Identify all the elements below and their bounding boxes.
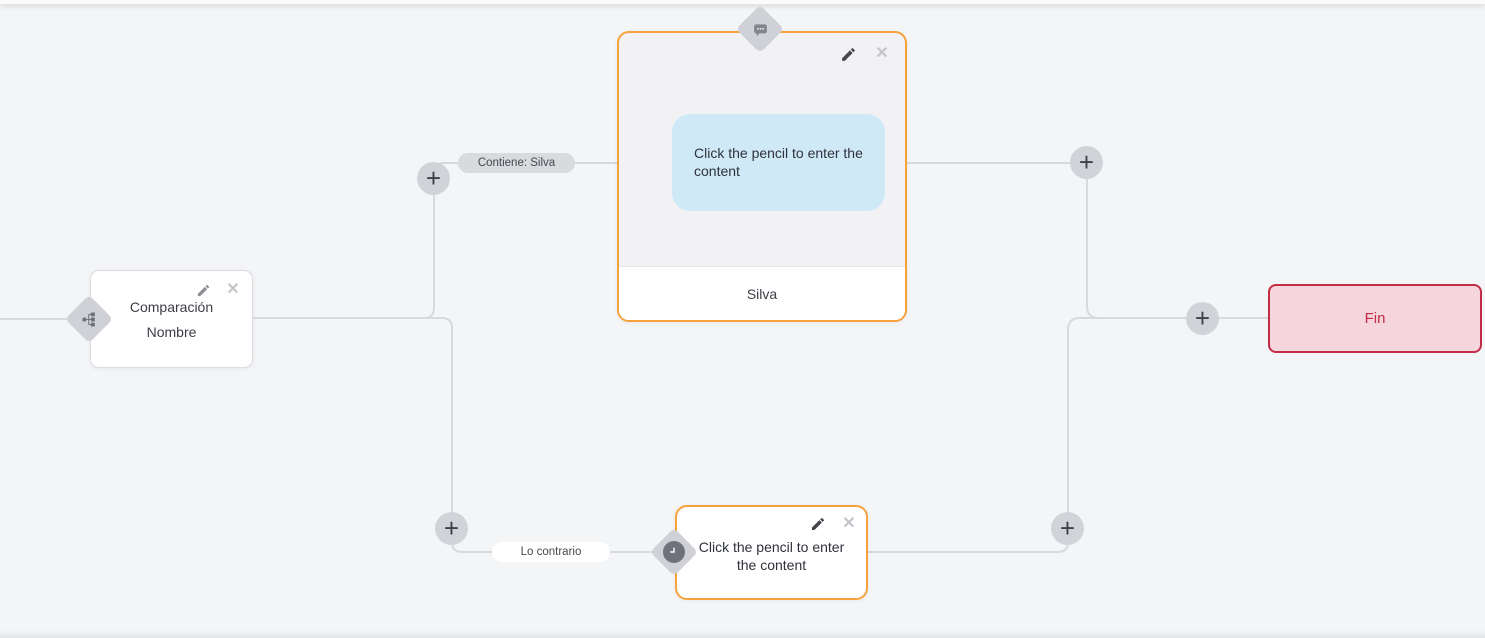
condition-node[interactable]: ✕ Comparación Nombre — [90, 270, 253, 368]
condition-title: Comparación — [129, 299, 214, 315]
edge-label-otherwise[interactable]: Lo contrario — [492, 542, 610, 562]
action-node[interactable]: ✕ Click the pencil to enter the content — [675, 505, 868, 600]
condition-node-badge[interactable] — [64, 294, 114, 344]
sitemap-icon — [72, 302, 106, 336]
message-footer[interactable]: Silva — [619, 266, 905, 320]
end-node[interactable]: Fin — [1268, 284, 1482, 353]
pencil-icon[interactable] — [839, 45, 857, 63]
end-node-label: Fin — [1364, 310, 1386, 327]
condition-subtitle: Nombre — [146, 324, 197, 340]
edge-label-match-text: Contiene: Silva — [477, 157, 556, 169]
plus-icon[interactable]: + — [1051, 512, 1084, 545]
edge-message-to-merge — [906, 162, 1100, 319]
canvas-top-shadow — [0, 0, 1485, 4]
plus-icon[interactable]: + — [417, 162, 450, 195]
action-node-badge[interactable] — [649, 527, 699, 577]
message-bubble[interactable]: Click the pencil to enter the content — [672, 114, 885, 211]
plus-icon[interactable]: + — [435, 512, 468, 545]
action-placeholder-text: Click the pencil to enter the content — [698, 539, 845, 573]
pencil-icon[interactable] — [194, 281, 212, 299]
plus-icon[interactable]: + — [1186, 302, 1219, 335]
canvas-bottom-shadow — [0, 630, 1485, 638]
pencil-icon[interactable] — [809, 515, 827, 533]
message-node-badge[interactable] — [735, 4, 785, 54]
edge-action-to-end — [868, 317, 1268, 553]
close-icon[interactable]: ✕ — [842, 515, 856, 532]
plus-icon[interactable]: + — [1070, 146, 1103, 179]
message-node[interactable]: ✕ Click the pencil to enter the content … — [617, 31, 907, 322]
message-footer-label: Silva — [746, 285, 778, 302]
close-icon[interactable]: ✕ — [226, 281, 240, 298]
edge-condition-to-action — [253, 317, 657, 553]
chat-bubble-icon — [743, 12, 777, 46]
edge-label-otherwise-text: Lo contrario — [520, 546, 582, 558]
close-icon[interactable]: ✕ — [875, 45, 889, 62]
message-bubble-text: Click the pencil to enter the content — [694, 145, 863, 179]
edge-label-match[interactable]: Contiene: Silva — [458, 153, 575, 173]
clock-icon — [657, 535, 691, 569]
